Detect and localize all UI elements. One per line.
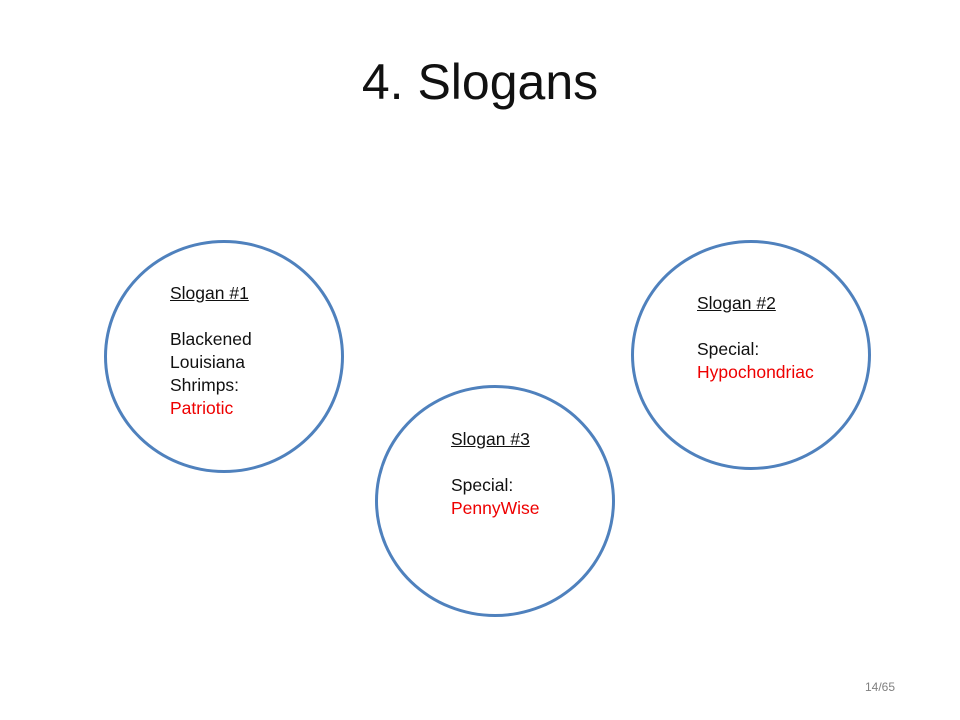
slogan-2-circle [631,240,871,470]
slogan-3-line: Special: [451,475,514,495]
slogan-2-line: Special: [697,339,760,359]
slogan-1-line: Blackened [170,329,252,349]
slogan-3-heading: Slogan #3 [451,429,530,449]
slogan-1-text: Slogan #1 Blackened Louisiana Shrimps: P… [170,282,252,420]
slogan-1-line: Louisiana [170,352,245,372]
slogan-2-highlight: Hypochondriac [697,362,814,382]
slogan-2-text: Slogan #2 Special: Hypochondriac [697,292,814,384]
page-number: 14/65 [864,680,895,694]
slogan-1-heading: Slogan #1 [170,283,249,303]
slogan-3-highlight: PennyWise [451,498,540,518]
slogan-1-line: Shrimps: [170,375,240,395]
slogan-2-heading: Slogan #2 [697,293,776,313]
slogan-3-text: Slogan #3 Special: PennyWise [451,428,540,520]
slogan-1-circle [104,240,344,473]
slogan-3-circle [375,385,615,617]
slide-title: 4. Slogans [361,54,599,110]
slogan-1-highlight: Patriotic [170,398,234,418]
